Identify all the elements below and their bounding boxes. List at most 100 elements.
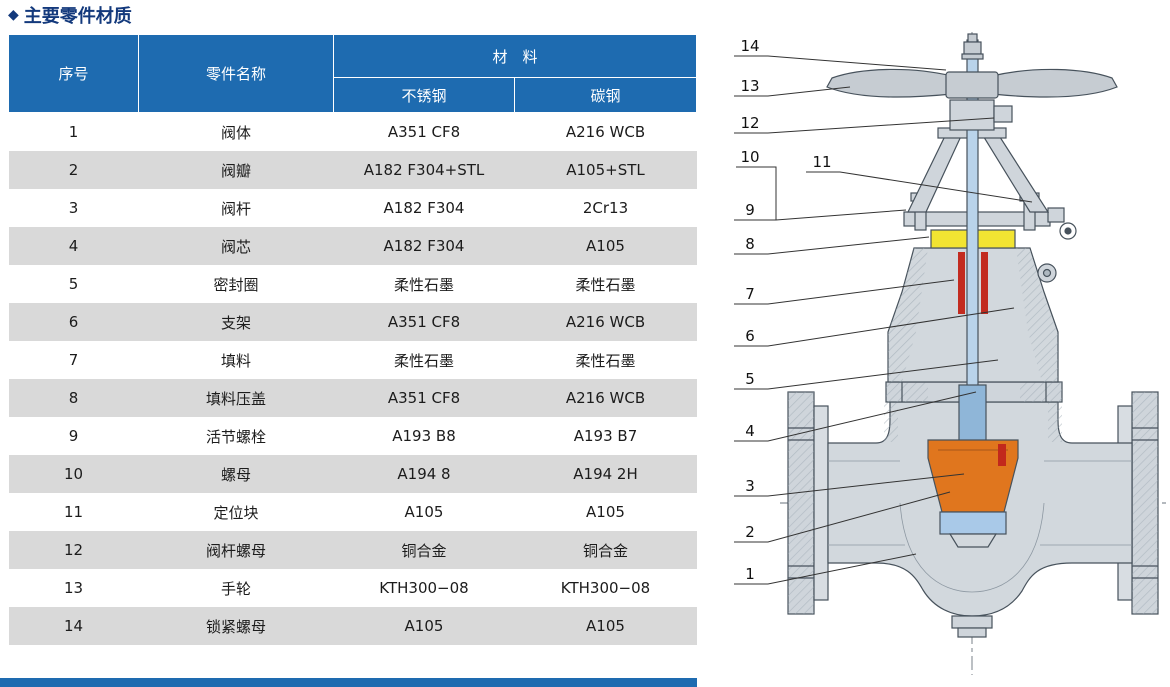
cell-stainless: A351 CF8 — [387, 313, 461, 331]
cell-carbon: 柔性石墨 — [575, 351, 636, 370]
callout-12: 12 — [734, 114, 995, 134]
table-row: 12 阀杆螺母 铜合金 铜合金 — [8, 531, 697, 569]
cell-carbon: A105 — [586, 503, 625, 521]
svg-text:4: 4 — [745, 422, 755, 440]
cell-no: 6 — [68, 313, 79, 331]
diamond-bullet-icon: ◆ — [8, 7, 19, 23]
cell-name: 锁紧螺母 — [205, 617, 266, 636]
lock-nut — [961, 33, 984, 60]
callout-11: 11 — [806, 153, 1033, 203]
cell-name: 阀芯 — [220, 237, 251, 256]
cell-name: 填料 — [220, 351, 251, 370]
cell-no: 10 — [63, 465, 84, 483]
cell-stainless: A351 CF8 — [387, 389, 461, 407]
cell-name: 密封圈 — [213, 275, 259, 294]
cell-no: 8 — [68, 389, 79, 407]
cell-name: 阀体 — [220, 123, 251, 142]
svg-text:2: 2 — [745, 523, 755, 541]
svg-text:14: 14 — [740, 37, 759, 55]
cell-no: 14 — [63, 617, 84, 635]
header-material: 材 料 — [332, 34, 698, 78]
stem-nut — [949, 99, 1013, 131]
packing — [958, 252, 988, 314]
svg-text:5: 5 — [745, 370, 755, 388]
callout-6: 6 — [734, 307, 1015, 347]
handwheel — [826, 68, 1118, 99]
header-part-name: 零件名称 — [138, 34, 334, 113]
cell-stainless: 铜合金 — [401, 541, 447, 560]
cell-name: 阀瓣 — [220, 161, 251, 180]
cell-stainless: A182 F304+STL — [363, 161, 485, 179]
cell-carbon: A193 B7 — [573, 427, 638, 445]
cell-name: 螺母 — [220, 465, 251, 484]
table-row: 8 填料压盖 A351 CF8 A216 WCB — [8, 379, 697, 417]
svg-text:13: 13 — [740, 77, 759, 95]
valve-disc — [927, 439, 1019, 548]
cell-no: 13 — [63, 579, 84, 597]
svg-text:8: 8 — [745, 235, 755, 253]
cell-stainless: 柔性石墨 — [393, 275, 454, 294]
cell-stainless: A351 CF8 — [387, 123, 461, 141]
cell-no: 9 — [68, 427, 79, 445]
cell-carbon: A216 WCB — [565, 313, 646, 331]
cell-carbon: 柔性石墨 — [575, 275, 636, 294]
header-no: 序号 — [8, 34, 139, 113]
cell-no: 11 — [63, 503, 84, 521]
callout-2: 2 — [734, 491, 951, 543]
cell-name: 阀杆螺母 — [205, 541, 266, 560]
cell-name: 活节螺栓 — [205, 427, 266, 446]
callout-1: 1 — [734, 553, 917, 585]
cell-carbon: KTH300−08 — [560, 579, 651, 597]
svg-text:1: 1 — [745, 565, 755, 583]
right-flange — [1117, 391, 1159, 615]
cell-name: 支架 — [220, 313, 251, 332]
cell-carbon: A105 — [586, 617, 625, 635]
valve-stem-lower — [958, 384, 987, 448]
cell-carbon: A216 WCB — [565, 389, 646, 407]
cell-stainless: A182 F304 — [383, 199, 465, 217]
page-title-text: 主要零件材质 — [23, 6, 132, 27]
table-row: 6 支架 A351 CF8 A216 WCB — [8, 303, 697, 341]
cell-stainless: KTH300−08 — [379, 579, 469, 597]
cell-name: 定位块 — [213, 503, 259, 522]
cell-name: 手轮 — [220, 579, 251, 598]
callout-3: 3 — [734, 473, 965, 497]
page-title: ◆ 主要零件材质 — [8, 2, 132, 28]
cell-carbon: A105+STL — [566, 161, 645, 179]
callout-13: 13 — [734, 77, 851, 97]
cell-no: 12 — [63, 541, 84, 559]
valve-cross-section-diagram: 14 13 12 10 11 9 8 7 6 — [734, 32, 1166, 675]
cell-name: 填料压盖 — [205, 389, 266, 408]
callout-10: 10 — [736, 148, 777, 220]
svg-text:7: 7 — [745, 285, 755, 303]
callout-9: 9 — [734, 201, 907, 221]
cell-no: 3 — [68, 199, 79, 217]
svg-text:3: 3 — [745, 477, 755, 495]
svg-text:12: 12 — [740, 114, 759, 132]
cell-carbon: 2Cr13 — [582, 199, 629, 217]
cell-no: 7 — [68, 351, 79, 369]
cell-carbon: 铜合金 — [583, 541, 629, 560]
cell-carbon: A216 WCB — [565, 123, 646, 141]
table-row: 13 手轮 KTH300−08 KTH300−08 — [9, 569, 697, 607]
cell-stainless: A194 8 — [397, 465, 451, 483]
callout-5: 5 — [734, 359, 999, 390]
cell-no: 5 — [68, 275, 79, 293]
diagram-callouts: 14 13 12 10 11 9 8 7 6 — [734, 37, 1033, 585]
cell-stainless: A182 F304 — [383, 237, 465, 255]
callout-14: 14 — [734, 37, 947, 71]
left-flange — [787, 391, 829, 615]
header-carbon: 碳钢 — [513, 77, 698, 113]
callout-7: 7 — [734, 279, 955, 305]
